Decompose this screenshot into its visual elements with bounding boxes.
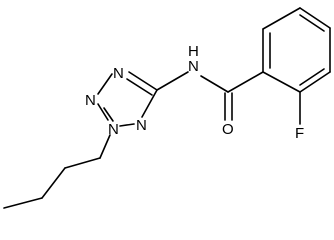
atom-label-n: N xyxy=(85,92,96,109)
bond xyxy=(227,71,264,93)
atom-label-n: N xyxy=(136,117,147,134)
atom-label-n: N xyxy=(188,58,199,75)
atom-labels: N H O F N N N N xyxy=(85,43,304,142)
bond xyxy=(262,71,301,93)
butyl-chain xyxy=(3,134,111,209)
bond xyxy=(299,14,325,32)
bond xyxy=(299,68,325,86)
bond xyxy=(41,167,66,199)
tetrazole-ring xyxy=(97,71,158,127)
bond xyxy=(119,123,135,127)
bond xyxy=(200,75,229,93)
bond xyxy=(128,71,158,91)
atom-label-n: N xyxy=(108,121,119,138)
carbonyl-group xyxy=(224,71,264,121)
molecule-drawing: N H O F N N N N xyxy=(3,7,331,209)
bond xyxy=(299,7,331,29)
bond xyxy=(3,197,43,209)
bond xyxy=(99,134,111,159)
atom-label-h: H xyxy=(188,43,199,60)
bond xyxy=(262,7,301,30)
bond xyxy=(97,103,109,121)
benzene-ring xyxy=(262,7,331,93)
atom-label-o: O xyxy=(222,121,234,138)
bond xyxy=(156,71,189,91)
atom-label-n: N xyxy=(113,65,124,82)
bond xyxy=(299,71,331,93)
bond xyxy=(126,78,153,96)
bond xyxy=(64,157,101,169)
bond xyxy=(141,89,158,118)
bond xyxy=(103,107,114,122)
atom-label-f: F xyxy=(295,125,304,142)
structure-diagram: N H O F N N N N xyxy=(3,7,331,209)
bond xyxy=(97,73,113,95)
